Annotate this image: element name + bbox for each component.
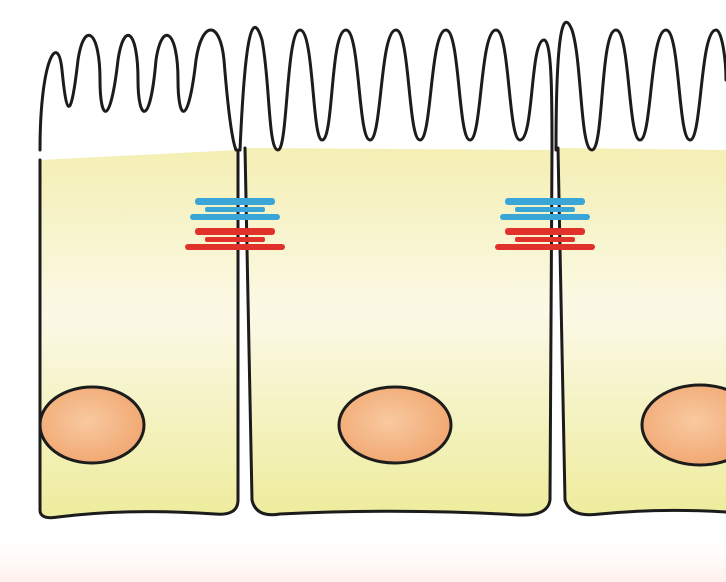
microvilli-border [40,22,726,150]
cell-left [40,150,238,518]
microvilli-right [556,22,726,150]
microvilli-left [40,30,236,150]
nucleus-left [40,387,144,463]
microvilli-middle [240,27,552,150]
basal-haze [0,530,726,582]
nucleus-middle [339,387,451,463]
